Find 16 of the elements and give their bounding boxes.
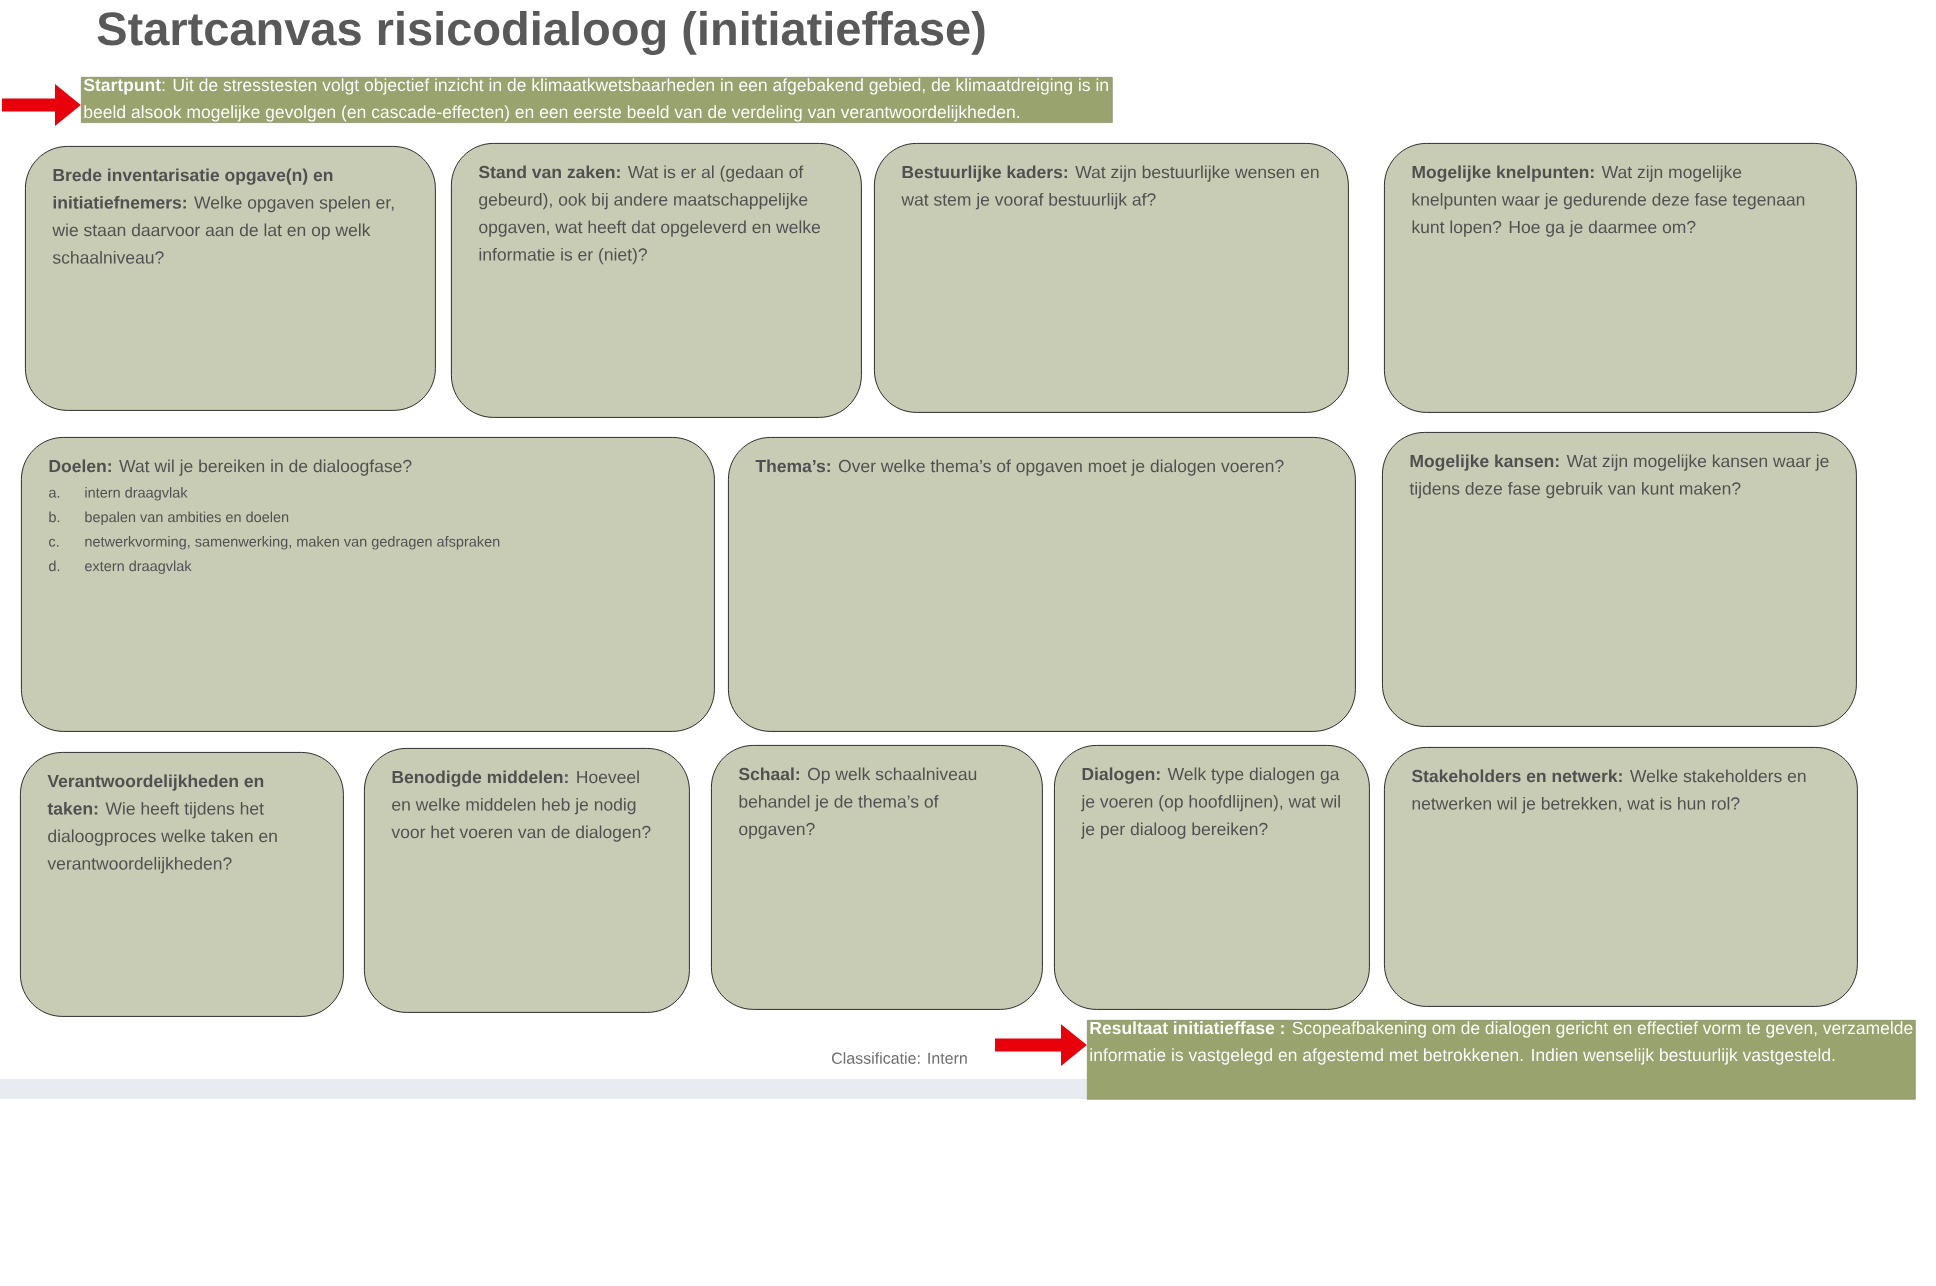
canvas-box: Thema’s: Over welke thema’s of opgaven moet je dialogen voeren?	[728, 437, 1356, 732]
canvas-box: Mogelijke kansen: Wat zijn mogelijke kansen waar je tijdens deze fase gebruik van kunt maken?	[1382, 432, 1857, 727]
canvas-box: Benodigde middelen: Hoeveel en welke middelen heb je nodig voor het voeren van de dialogen?	[364, 748, 690, 1013]
canvas-box: Brede inventarisatie opgave(n) en initiatiefnemers: Welke opgaven spelen er, wie staan daarvoor aan de lat en op welk schaalniveau?	[25, 146, 436, 411]
footer-label: Classificatie: Intern	[832, 1052, 967, 1064]
text-box: Resultaat initiatieffase : Scopeafbakening om de dialogen gericht en effectief vorm te geven, verzamelde informatie is vastgelegd en afgestemd met betrokkenen. Indien wenselijk bestuurlijk vastgesteld.	[1087, 1020, 1916, 1100]
canvas-box: Schaal: Op welk schaalniveau behandel je de thema’s of opgaven?	[711, 745, 1043, 1010]
canvas-box: Stakeholders en netwerk: Welke stakeholders en netwerken wil je betrekken, wat is hun rol?	[1384, 747, 1858, 1007]
canvas-box: Bestuurlijke kaders: Wat zijn bestuurlijke wensen en wat stem je vooraf bestuurlijk af?	[874, 143, 1349, 413]
canvas-box: Verantwoordelijkheden en taken: Wie heeft tijdens het dialoogproces welke taken en verantwoordelijkheden?	[20, 752, 344, 1017]
text-box: Startpunt: Uit de stresstesten volgt objectief inzicht in de klimaatkwetsbaarheden in een afgebakend gebied, de klimaatdreiging is in beeld alsook mogelijke gevolgen (en cascade-effecten) en een eerste beeld van de verdeling van verantwoordelijkheden.	[81, 77, 1113, 123]
canvas-box: Doelen: Wat wil je bereiken in de dialoogfase? a. intern draagvlak b. bepalen van ambities en doelen c. netwerkvorming, samenwerking, maken van gedragen afspraken d. extern draagvlak	[21, 437, 715, 732]
canvas-box: Stand van zaken: Wat is er al (gedaan of gebeurd), ook bij andere maatschappelijke opgaven, wat heeft dat opgeleverd en welke informatie is er (niet)?	[451, 143, 862, 418]
canvas-box: Dialogen: Welk type dialogen ga je voeren (op hoofdlijnen), wat wil je per dialoog bereiken?	[1054, 745, 1370, 1010]
title: Startcanvas risicodialoog (initiatieffase)	[97, 11, 985, 55]
canvas-box: Mogelijke knelpunten: Wat zijn mogelijke knelpunten waar je gedurende deze fase tegenaan kunt lopen? Hoe ga je daarmee om?	[1384, 143, 1857, 413]
